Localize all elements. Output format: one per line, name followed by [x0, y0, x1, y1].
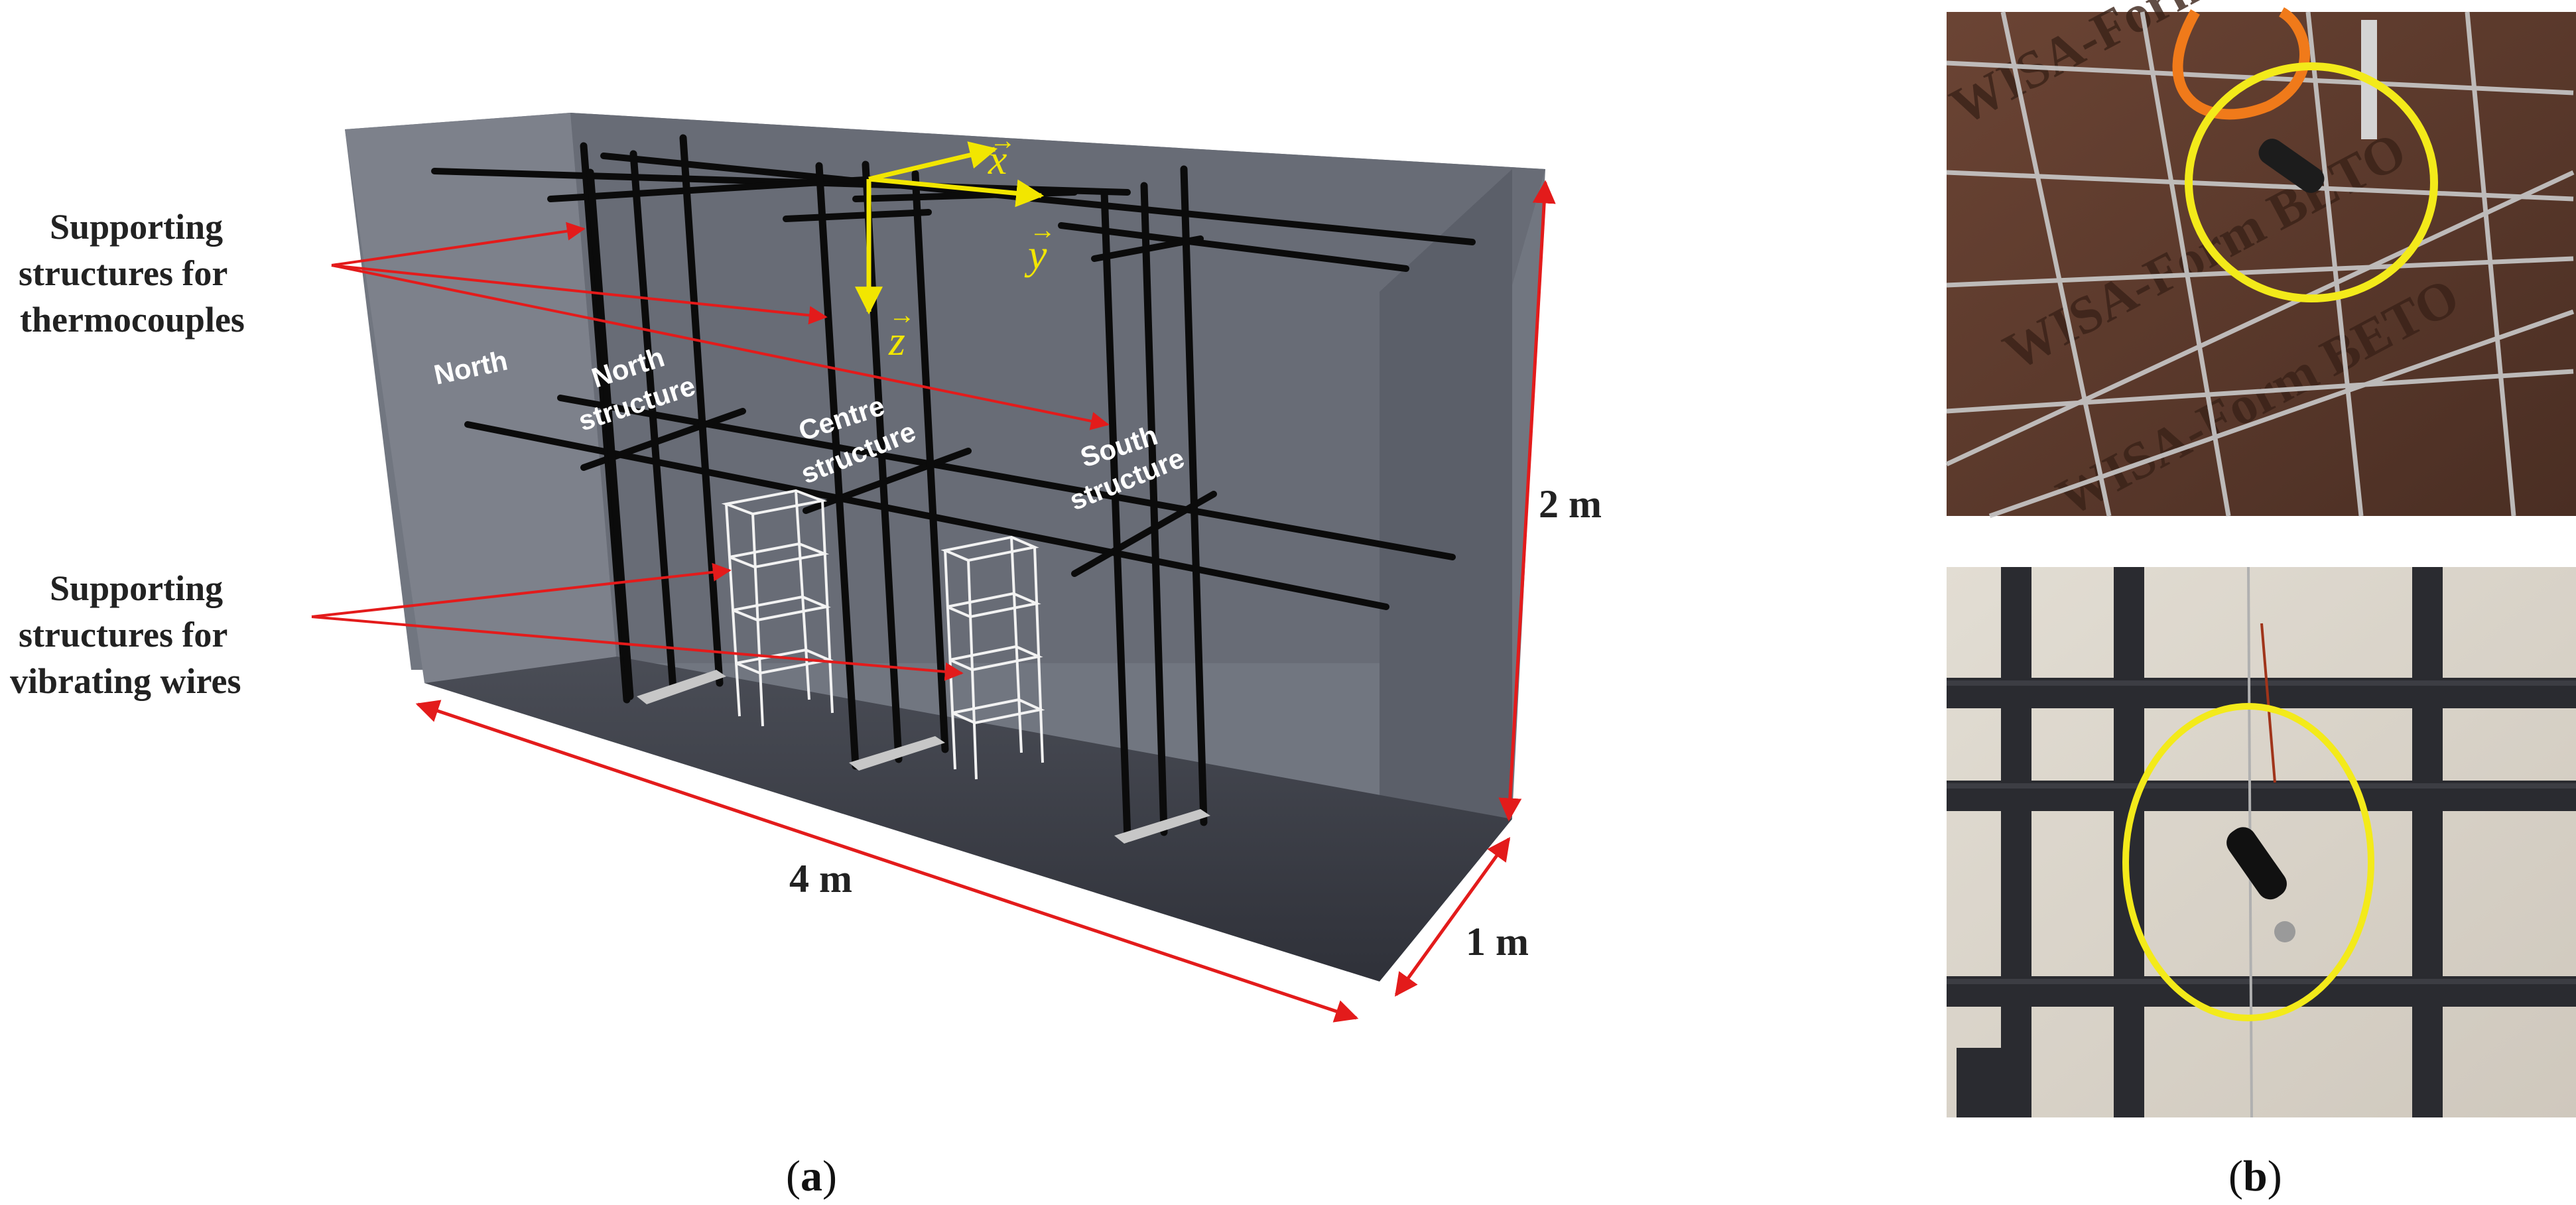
box-inner-back — [570, 113, 1545, 663]
highlight-circle-top — [2185, 62, 2438, 302]
caption-b: (b) — [2228, 1152, 2282, 1200]
axis-x-arrow: → — [990, 125, 1016, 155]
dimension-height: 2 m — [1539, 482, 1602, 526]
panel-a: North North structure Centre structure S… — [10, 113, 1602, 1200]
box-left-wall — [345, 113, 617, 683]
vibrating-wire-arrows — [311, 562, 964, 681]
vib-label-line3: vibrating wires — [10, 661, 241, 701]
middle-horizontal-bars — [464, 395, 1456, 610]
photo-thermocouple: WISA-Form BETO WISA-Form BETO WISA-Form … — [1941, 0, 2576, 528]
axis-y-label: y — [1024, 231, 1047, 278]
coordinate-axes — [855, 141, 1045, 315]
caption-a: (a) — [786, 1152, 837, 1200]
thermo-label-line1: Supporting — [50, 207, 223, 247]
highlight-circle-bottom — [2122, 703, 2374, 1021]
dimension-arrows — [415, 180, 1556, 1023]
dimension-length: 4 m — [789, 857, 852, 901]
axis-z-label: z — [888, 317, 905, 364]
north-structure — [580, 134, 724, 704]
axis-z-arrow: → — [889, 300, 915, 330]
box-right-face — [1380, 169, 1512, 968]
photo-vibrating-wire — [1947, 566, 2576, 1118]
vib-label-line1: Supporting — [50, 568, 223, 608]
thermo-label-line2: structures for — [19, 253, 227, 293]
thermo-label-line3: thermocouples — [20, 300, 245, 340]
dimension-depth: 1 m — [1466, 920, 1529, 964]
axis-y-arrow: → — [1029, 215, 1056, 245]
thermocouple-arrows — [331, 222, 1110, 430]
panel-b: WISA-Form BETO WISA-Form BETO WISA-Form … — [1941, 0, 2576, 1200]
vib-label-line2: structures for — [19, 615, 227, 655]
axis-x-label: x — [988, 136, 1007, 183]
vibrating-wire-frame-1 — [721, 489, 834, 727]
